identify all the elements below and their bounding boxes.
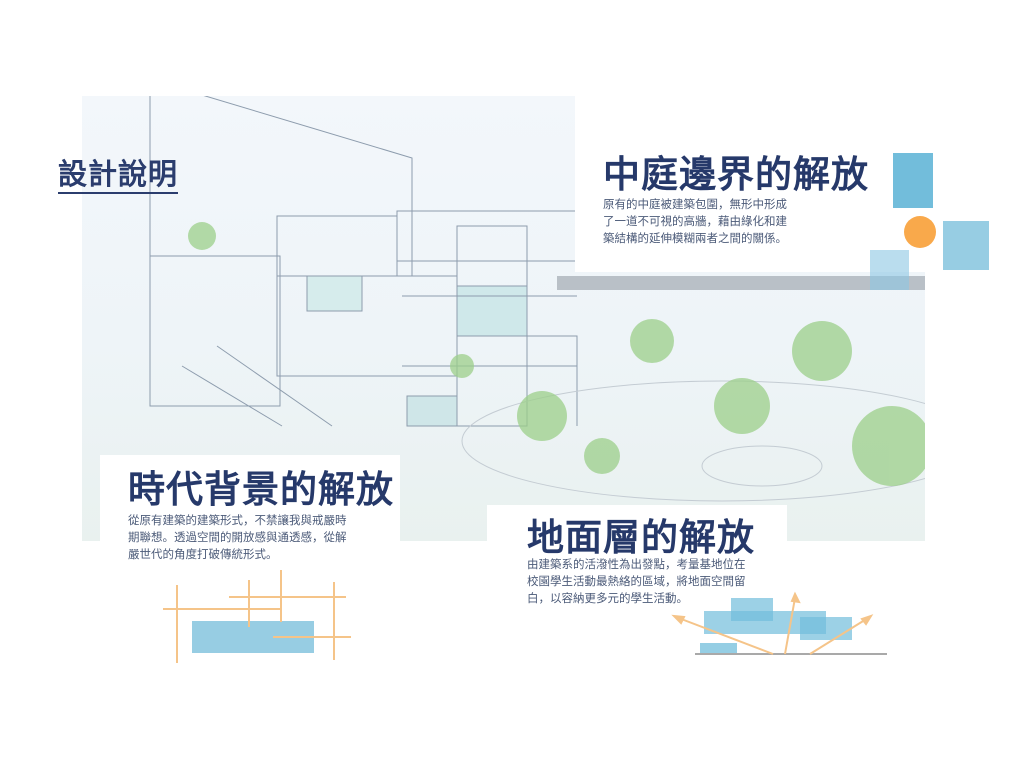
- section-title-ground: 地面層的解放: [527, 515, 755, 559]
- text-line: 校園學生活動最熱絡的區域，將地面空間留: [527, 574, 746, 588]
- text-line: 築結構的延伸模糊兩者之間的關係。: [603, 231, 787, 245]
- grid-lines-diagram: [163, 570, 351, 663]
- section-title-courtyard: 中庭邊界的解放: [603, 152, 869, 196]
- text-line: 由建築系的活潑性為出發點，考量基地位在: [527, 557, 746, 571]
- building-sketch: [149, 85, 983, 502]
- section-text-courtyard: 原有的中庭被建築包圍，無形中形成 了一道不可視的高牆，藉由綠化和建 築結構的延伸…: [603, 196, 787, 247]
- decor-translucent-square: [870, 250, 909, 290]
- text-line: 原有的中庭被建築包圍，無形中形成: [603, 197, 787, 211]
- decor-light-blue-square: [943, 221, 989, 270]
- text-line: 嚴世代的角度打破傳統形式。: [128, 547, 278, 561]
- text-line: 從原有建築的建築形式，不禁讓我與戒嚴時: [128, 513, 347, 527]
- text-line: 期聯想。透過空間的開放感與通透感，從解: [128, 530, 347, 544]
- section-title-era: 時代背景的解放: [128, 467, 394, 511]
- page-title: 設計說明: [58, 156, 179, 194]
- section-card-era: [100, 455, 400, 541]
- section-card-courtyard: [575, 96, 925, 272]
- section-text-ground: 由建築系的活潑性為出發點，考量基地位在 校園學生活動最熱絡的區域，將地面空間留 …: [527, 556, 746, 607]
- text-line: 白，以容納更多元的學生活動。: [527, 591, 688, 605]
- section-text-era: 從原有建築的建築形式，不禁讓我與戒嚴時 期聯想。透過空間的開放感與通透感，從解 …: [128, 512, 347, 563]
- decor-orange-circle: [904, 216, 936, 248]
- text-line: 了一道不可視的高牆，藉由綠化和建: [603, 214, 787, 228]
- section-card-ground: [487, 505, 787, 541]
- decor-blue-square: [893, 153, 933, 208]
- ground-level-diagram: [671, 591, 887, 655]
